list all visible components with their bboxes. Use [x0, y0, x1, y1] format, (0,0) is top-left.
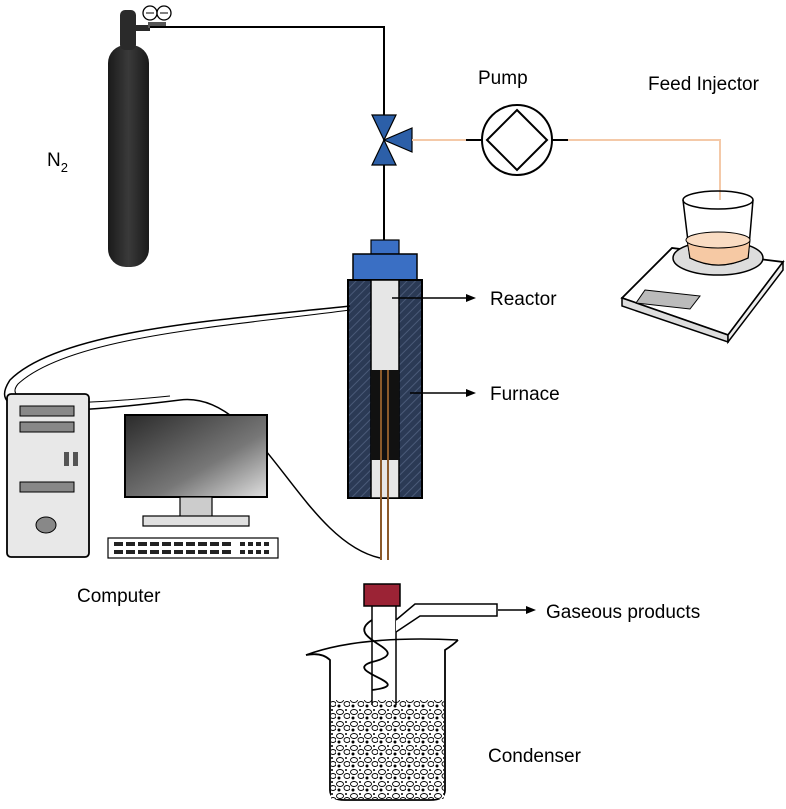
gaseous-products-label: Gaseous products [546, 602, 700, 623]
balance-with-beaker [620, 190, 785, 345]
three-way-valve [371, 114, 413, 166]
computer [6, 393, 279, 559]
nitrogen-label: N2 [47, 150, 68, 175]
nitrogen-cylinder [108, 5, 172, 267]
furnace-label: Furnace [490, 384, 560, 405]
condenser-label: Condenser [488, 746, 582, 767]
reactor-arrow-icon [466, 294, 476, 302]
computer-label: Computer [77, 586, 161, 607]
gas-line [150, 26, 385, 115]
condenser [305, 583, 498, 801]
gas-outlet-arrow-icon [526, 606, 536, 614]
reactor-label: Reactor [490, 289, 557, 310]
furnace-arrow-icon [466, 389, 476, 397]
pump-label: Pump [478, 68, 528, 89]
pump [466, 104, 568, 176]
reactor-furnace [347, 239, 423, 560]
feed-injector-label: Feed Injector [648, 74, 760, 95]
